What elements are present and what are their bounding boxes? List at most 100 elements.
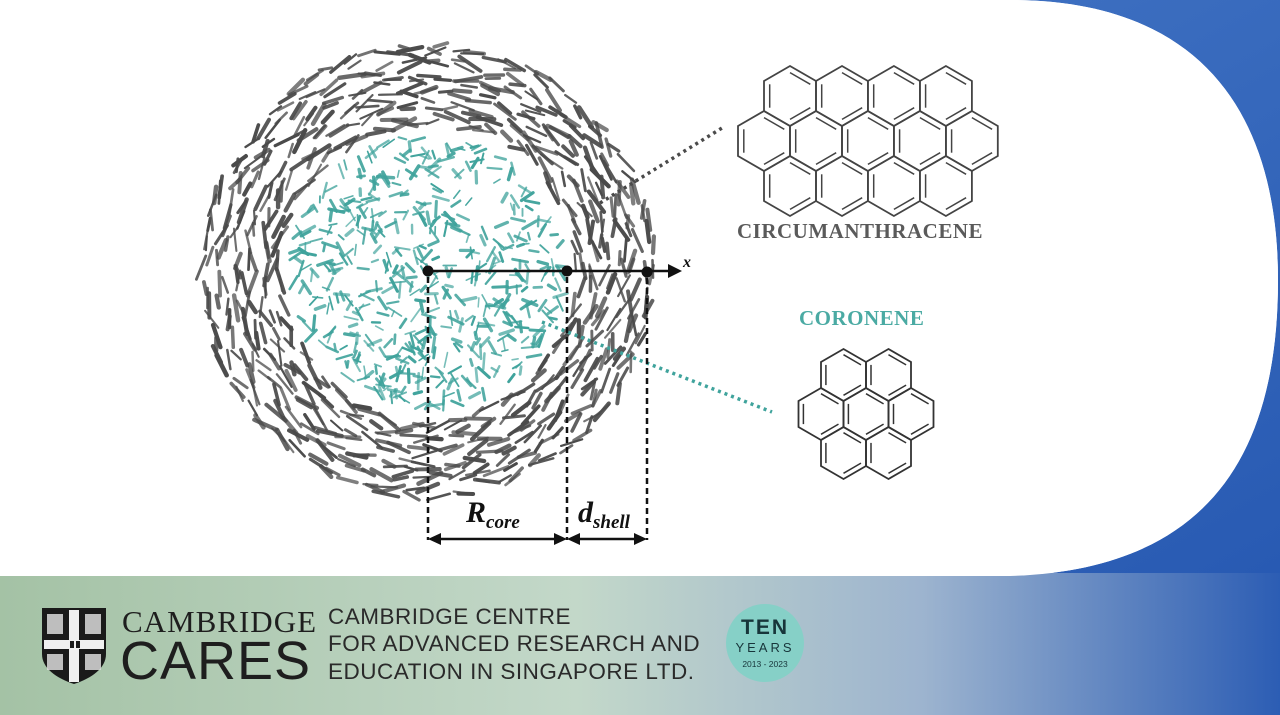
- shell-flake: [464, 98, 492, 105]
- shell-flake: [211, 184, 219, 206]
- shell-flake: [305, 105, 318, 122]
- shell-flake: [500, 392, 514, 407]
- shell-flake: [226, 348, 232, 371]
- shell-flake: [617, 250, 622, 267]
- core-flake: [512, 203, 516, 216]
- shell-flake: [565, 303, 582, 324]
- core-flake: [376, 223, 384, 233]
- core-flake: [321, 181, 328, 200]
- shell-flake: [551, 177, 561, 202]
- core-flake: [459, 296, 478, 303]
- shell-flake: [270, 225, 290, 249]
- core-flake: [431, 335, 437, 354]
- core-flake: [376, 139, 390, 149]
- core-flake: [484, 270, 497, 285]
- core-flake: [427, 157, 442, 172]
- circumanthracene-ring-bond: [893, 161, 915, 175]
- shell-flake: [402, 489, 421, 502]
- shell-flake: [535, 358, 548, 375]
- shell-flake: [206, 216, 212, 233]
- core-flake: [477, 297, 480, 308]
- core-flake: [465, 233, 470, 243]
- core-flake: [358, 290, 371, 298]
- core-flake: [511, 257, 529, 264]
- core-flake: [354, 353, 362, 362]
- core-flake: [474, 366, 479, 383]
- core-flake: [493, 178, 501, 184]
- core-flake: [377, 385, 386, 401]
- core-flake: [448, 222, 463, 233]
- r-core-label: Rcore: [465, 496, 520, 533]
- shell-flake: [626, 289, 634, 315]
- shell-flake: [594, 306, 609, 331]
- core-flake: [367, 192, 380, 202]
- circumanthracene-ring-bond: [945, 161, 967, 175]
- shell-flake: [564, 93, 578, 104]
- core-flake: [418, 165, 429, 170]
- cambridge-cares-logo: CAMBRIDGE CARES CAMBRIDGE CENTRE FOR ADV…: [38, 604, 718, 694]
- core-flake: [404, 342, 414, 353]
- shell-flake: [459, 473, 478, 482]
- core-flake: [352, 349, 358, 359]
- shell-flake: [284, 368, 298, 392]
- shell-flake: [563, 155, 580, 167]
- core-flake: [304, 328, 318, 343]
- badge-ten: TEN: [741, 616, 789, 639]
- core-flake: [449, 145, 464, 153]
- circumanthracene-ring-bond: [763, 116, 785, 130]
- shell-layer: [194, 41, 657, 502]
- core-flake: [473, 147, 488, 155]
- shell-flake: [527, 453, 541, 468]
- shell-flake: [587, 219, 596, 246]
- core-flake: [306, 204, 314, 214]
- shell-flake: [580, 168, 587, 193]
- core-flake: [480, 152, 485, 165]
- shell-flake: [497, 58, 516, 70]
- core-flake: [376, 311, 390, 317]
- core-flake: [321, 241, 339, 250]
- circumanthracene-ring-bond: [789, 197, 811, 211]
- core-layer: [288, 136, 569, 412]
- circumanthracene-ring-bond: [815, 152, 837, 166]
- core-flake: [427, 402, 445, 408]
- x-axis-label: x: [682, 254, 691, 271]
- shell-flake: [239, 347, 250, 368]
- core-flake: [388, 191, 404, 198]
- core-flake: [491, 285, 509, 289]
- shell-flake: [567, 134, 583, 149]
- core-flake: [437, 155, 455, 163]
- shell-flake: [572, 230, 584, 253]
- core-flake: [335, 241, 345, 257]
- shell-flake: [313, 405, 328, 432]
- shell-flake: [280, 129, 305, 144]
- dim-arrowhead-shell-right: [634, 533, 647, 545]
- core-flake: [387, 306, 403, 317]
- shell-flake: [592, 354, 603, 370]
- shell-flake: [604, 318, 622, 339]
- core-flake: [288, 274, 299, 291]
- core-flake: [339, 344, 348, 351]
- core-flake: [503, 311, 514, 327]
- core-flake: [455, 213, 471, 222]
- core-flake: [464, 314, 474, 323]
- core-flake: [389, 276, 399, 293]
- core-flake: [452, 342, 461, 353]
- shell-flake: [472, 128, 496, 134]
- core-flake: [325, 345, 340, 354]
- center-point: [422, 265, 434, 277]
- shell-flake: [520, 404, 541, 426]
- shell-flake: [453, 62, 475, 74]
- shell-flake: [605, 272, 618, 295]
- shell-flake: [503, 85, 523, 100]
- core-flake: [326, 225, 333, 236]
- core-flake: [497, 333, 510, 342]
- shell-flake: [379, 413, 397, 427]
- core-flake: [369, 232, 378, 244]
- core-flake: [510, 216, 526, 223]
- core-flake: [343, 195, 354, 200]
- shell-flake: [225, 297, 230, 316]
- shell-flake: [289, 360, 297, 377]
- coronene-ring-bond: [888, 354, 907, 366]
- shell-flake: [369, 419, 384, 431]
